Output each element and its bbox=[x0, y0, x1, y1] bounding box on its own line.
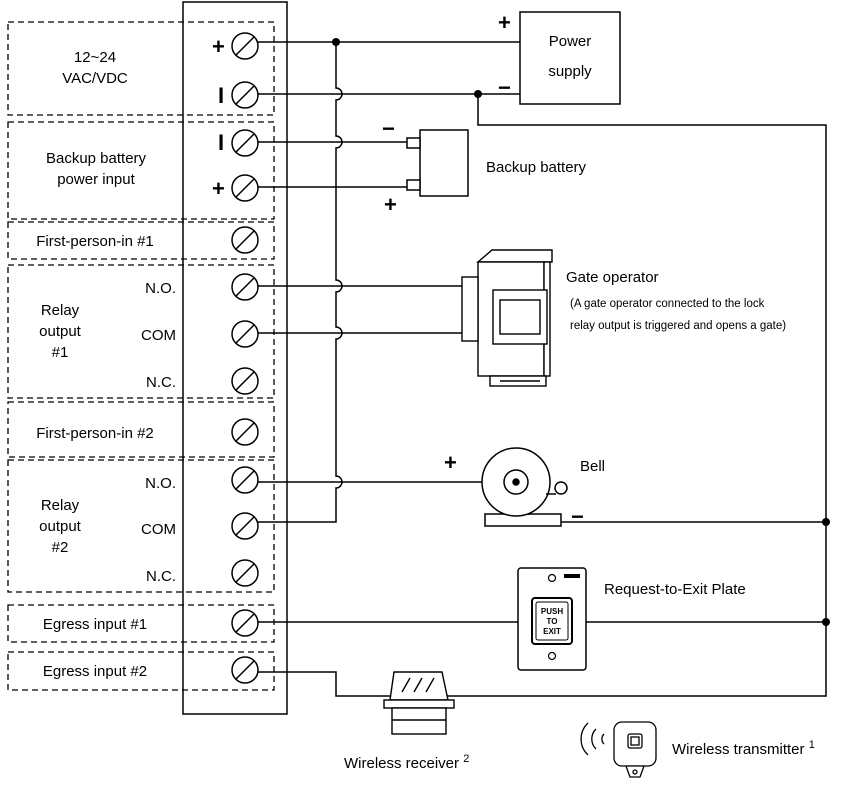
screw-13 bbox=[231, 609, 259, 637]
terminal-minus-1: I bbox=[218, 83, 224, 108]
pin-label-nc-2: N.C. bbox=[146, 568, 176, 585]
terminal-plus-2: + bbox=[212, 176, 225, 201]
power-supply-minus: − bbox=[498, 75, 511, 100]
screw-6 bbox=[231, 273, 259, 301]
wires bbox=[258, 41, 827, 697]
gate-operator-note-1: (A gate operator connected to the lock bbox=[570, 298, 765, 310]
screw-11 bbox=[231, 512, 259, 540]
backup-battery-label: Backup battery bbox=[486, 159, 587, 176]
group-label-relay1-2: output bbox=[39, 323, 82, 340]
pin-label-no-2: N.O. bbox=[145, 475, 176, 492]
group-labels: 12~24 VAC/VDC Backup battery power input… bbox=[36, 49, 154, 680]
screw-3 bbox=[231, 129, 259, 157]
power-supply-label-2: supply bbox=[548, 63, 592, 80]
screw-4 bbox=[231, 174, 259, 202]
group-label-egress-2: Egress input #2 bbox=[43, 663, 147, 680]
rte-button-line-3: EXIT bbox=[543, 627, 561, 636]
pin-label-nc-1: N.C. bbox=[146, 374, 176, 391]
power-supply: Power supply + − bbox=[498, 10, 621, 105]
gate-operator-note-2: relay output is triggered and opens a ga… bbox=[570, 320, 786, 332]
group-label-relay2-1: Relay bbox=[41, 497, 80, 514]
backup-battery-icon: − + bbox=[382, 116, 469, 217]
group-label-fpi-1: First-person-in #1 bbox=[36, 233, 154, 250]
screw-12 bbox=[231, 559, 259, 587]
screw-1 bbox=[231, 32, 259, 60]
battery-minus: − bbox=[382, 116, 395, 141]
terminal-minus-2: I bbox=[218, 130, 224, 155]
group-label-battery-1: Backup battery bbox=[46, 150, 147, 167]
group-label-power-1: 12~24 bbox=[74, 49, 116, 66]
screw-9 bbox=[231, 418, 259, 446]
pin-label-no-1: N.O. bbox=[145, 280, 176, 297]
bell-plus: + bbox=[444, 450, 457, 475]
group-label-relay1-1: Relay bbox=[41, 302, 80, 319]
group-label-power-2: VAC/VDC bbox=[62, 70, 128, 87]
rte-plate-label: Request-to-Exit Plate bbox=[604, 581, 746, 598]
bell-minus: − bbox=[571, 504, 584, 529]
bell-icon bbox=[481, 447, 568, 527]
group-label-relay1-3: #1 bbox=[52, 344, 69, 361]
power-supply-label-1: Power bbox=[549, 33, 592, 50]
wireless-transmitter-icon bbox=[580, 721, 657, 778]
gate-operator-icon bbox=[461, 249, 553, 387]
power-supply-plus: + bbox=[498, 10, 511, 35]
battery-plus: + bbox=[384, 192, 397, 217]
wireless-receiver-label: Wireless receiver 2 bbox=[344, 753, 469, 772]
terminal-plus-1: + bbox=[212, 34, 225, 59]
group-label-relay2-2: output bbox=[39, 518, 82, 535]
terminal-block bbox=[182, 1, 288, 715]
terminal-group-boxes bbox=[7, 21, 275, 691]
screw-8 bbox=[231, 367, 259, 395]
group-label-relay2-3: #2 bbox=[52, 539, 69, 556]
pin-label-com-1: COM bbox=[141, 327, 176, 344]
bell-label: Bell bbox=[580, 458, 605, 475]
gate-operator-title: Gate operator bbox=[566, 269, 659, 286]
screw-10 bbox=[231, 466, 259, 494]
rte-button-line-2: TO bbox=[547, 617, 558, 626]
wireless-transmitter-label: Wireless transmitter 1 bbox=[672, 739, 815, 758]
rte-button-line-1: PUSH bbox=[541, 607, 563, 616]
pin-label-com-2: COM bbox=[141, 521, 176, 538]
junction-dots bbox=[332, 38, 830, 626]
wireless-receiver-icon bbox=[383, 671, 455, 735]
group-label-battery-2: power input bbox=[57, 171, 135, 188]
screw-5 bbox=[231, 226, 259, 254]
group-label-egress-1: Egress input #1 bbox=[43, 616, 147, 633]
screw-14 bbox=[231, 656, 259, 684]
screw-7 bbox=[231, 320, 259, 348]
screw-2 bbox=[231, 81, 259, 109]
pin-labels: N.O. COM N.C. N.O. COM N.C. bbox=[141, 280, 176, 585]
screw-terminals bbox=[231, 32, 259, 684]
rte-plate-icon: PUSH TO EXIT bbox=[517, 567, 587, 671]
group-label-fpi-2: First-person-in #2 bbox=[36, 425, 154, 442]
